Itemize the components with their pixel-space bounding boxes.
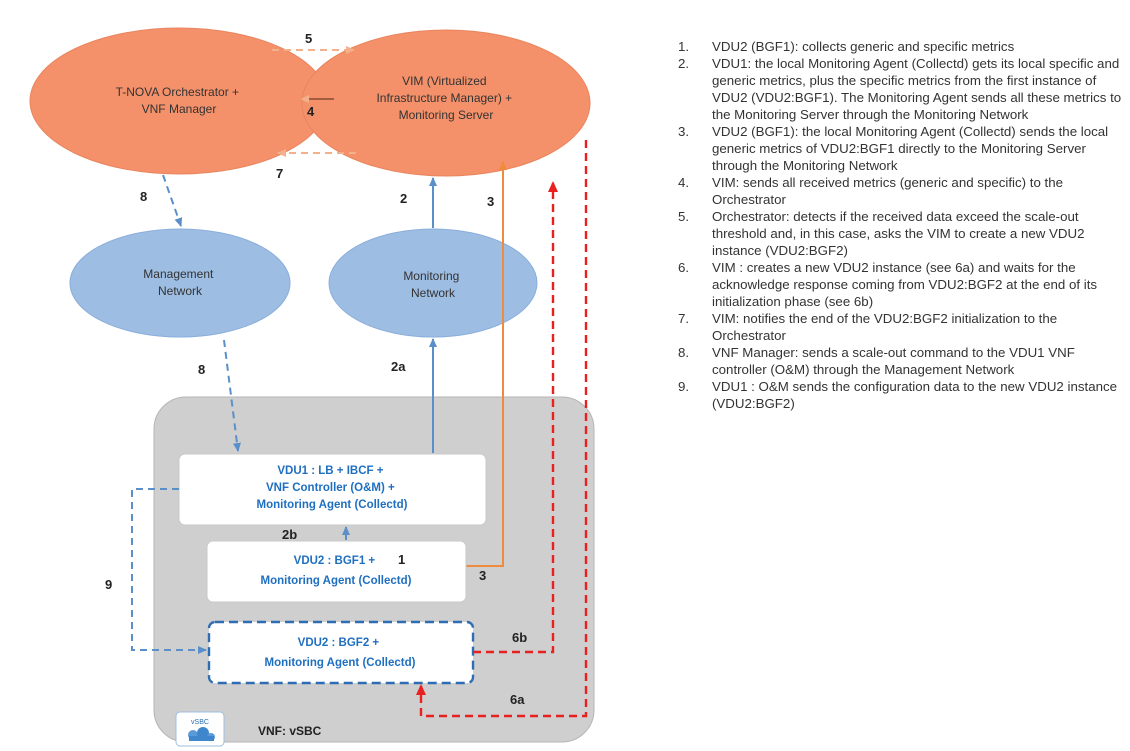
step-note-3-number: 3. (678, 124, 690, 139)
vdu2-bgf1-label-line1: VDU2 : BGF1 + (294, 555, 376, 567)
step-8-bottom-label: 8 (198, 362, 205, 377)
vim-node (301, 29, 591, 177)
step-note-6: 6. VIM : creates a new VDU2 instance (see… (678, 259, 1123, 310)
step-note-4: 4. VIM: sends all received metrics (gener… (678, 174, 1123, 208)
step-note-4-number: 4. (678, 175, 690, 190)
vdu2-bgf1-box (206, 540, 467, 603)
arrow-step-6a (416, 140, 588, 718)
step-note-7: 7. VIM: notifies the end of the VDU2:BGF2… (678, 310, 1123, 344)
orchestrator-label-line1: T-NOVA Orchestrator + (116, 85, 239, 99)
step-note-8-text: VNF Manager: sends a scale-out command t… (712, 345, 1075, 377)
step-note-7-number: 7. (678, 311, 690, 326)
arrow-step-9 (131, 488, 207, 654)
monitoring-network-label-line1: Monitoring (403, 269, 459, 283)
management-network-node (69, 228, 291, 338)
step-note-3-text: VDU2 (BGF1): the local Monitoring Agent … (712, 124, 1109, 173)
vnf-label: VNF: vSBC (258, 724, 322, 738)
step-6a-label: 6a (510, 692, 525, 707)
step-note-5-text: Orchestrator: detects if the received da… (712, 209, 1085, 258)
arrow-step-3 (466, 161, 507, 567)
step-note-9: 9. VDU1 : O&M sends the configuration dat… (678, 378, 1123, 412)
step-2-label: 2 (400, 191, 407, 206)
vdu2-bgf2-label: VDU2 : BGF2 + Monitoring Agent (Collectd… (265, 637, 416, 669)
management-network-label-line2: Network (158, 284, 203, 298)
step-8-top-label: 8 (140, 189, 147, 204)
step-6b-label: 6b (512, 630, 527, 645)
step-note-6-text: VIM : creates a new VDU2 instance (see 6… (712, 260, 1098, 309)
orchestrator-label: T-NOVA Orchestrator + VNF Manager (116, 85, 243, 116)
step-3-top-label: 3 (487, 194, 494, 209)
step-2b-label: 2b (282, 527, 297, 542)
arrow-step-8-top (162, 174, 183, 227)
vdu1-label-line3: Monitoring Agent (Collectd) (257, 499, 408, 511)
step-note-1: 1. VDU2 (BGF1): collects generic and spec… (678, 38, 1123, 55)
monitoring-network-label: Monitoring Network (403, 269, 462, 300)
step-note-1-text: VDU2 (BGF1): collects generic and specif… (712, 39, 1015, 54)
step-note-2-number: 2. (678, 56, 690, 71)
vdu2-bgf2-label-line2: Monitoring Agent (Collectd) (265, 657, 416, 669)
step-4-label: 4 (307, 104, 315, 119)
monitoring-network-label-line2: Network (411, 286, 456, 300)
step-note-8-number: 8. (678, 345, 690, 360)
step-note-8: 8. VNF Manager: sends a scale-out command… (678, 344, 1123, 378)
step-note-7-text: VIM: notifies the end of the VDU2:BGF2 i… (712, 311, 1058, 343)
step-note-2: 2. VDU1: the local Monitoring Agent (Coll… (678, 55, 1123, 123)
vdu2-bgf1-label-line2: Monitoring Agent (Collectd) (261, 575, 412, 587)
step-note-9-text: VDU1 : O&M sends the configuration data … (712, 379, 1118, 411)
step-note-1-number: 1. (678, 39, 690, 54)
step-2a-label: 2a (391, 359, 406, 374)
vim-label: VIM (Virtualized Infrastructure Manager)… (376, 74, 515, 122)
arrow-step-8-bottom (223, 339, 241, 452)
step-5-label: 5 (305, 31, 312, 46)
step-note-2-text: VDU1: the local Monitoring Agent (Collec… (712, 56, 1122, 122)
steps-description-list: 1. VDU2 (BGF1): collects generic and spec… (678, 38, 1123, 412)
vdu1-label-line1: VDU1 : LB + IBCF + (277, 465, 383, 477)
arrow-step-6b (473, 181, 558, 654)
step-note-5-number: 5. (678, 209, 690, 224)
step-3-bottom-label: 3 (479, 568, 486, 583)
management-network-label: Management Network (143, 267, 216, 298)
vdu1-label: VDU1 : LB + IBCF + VNF Controller (O&M) … (257, 465, 408, 511)
step-9-label: 9 (105, 577, 112, 592)
step-note-4-text: VIM: sends all received metrics (generic… (712, 175, 1064, 207)
monitoring-network-node (328, 228, 538, 338)
vdu2-bgf2-label-line1: VDU2 : BGF2 + (298, 637, 380, 649)
step-note-6-number: 6. (678, 260, 690, 275)
vsbc-logo-text: vSBC (191, 719, 209, 726)
step-note-5: 5. Orchestrator: detects if the received … (678, 208, 1123, 259)
vim-label-line1: VIM (Virtualized (402, 74, 486, 88)
vdu2-bgf1-label: VDU2 : BGF1 + Monitoring Agent (Collectd… (261, 555, 412, 587)
step-note-9-number: 9. (678, 379, 690, 394)
vsbc-logo: vSBC (175, 711, 225, 747)
vdu1-label-line2: VNF Controller (O&M) + (266, 482, 395, 494)
step-7-label: 7 (276, 166, 283, 181)
step-note-3: 3. VDU2 (BGF1): the local Monitoring Agen… (678, 123, 1123, 174)
orchestrator-label-line2: VNF Manager (142, 102, 217, 116)
vim-label-line3: Monitoring Server (399, 108, 494, 122)
vim-label-line2: Infrastructure Manager) + (376, 91, 512, 105)
vdu2-bgf2-box (207, 620, 475, 685)
management-network-label-line1: Management (143, 267, 214, 281)
step-1-label: 1 (398, 552, 405, 567)
